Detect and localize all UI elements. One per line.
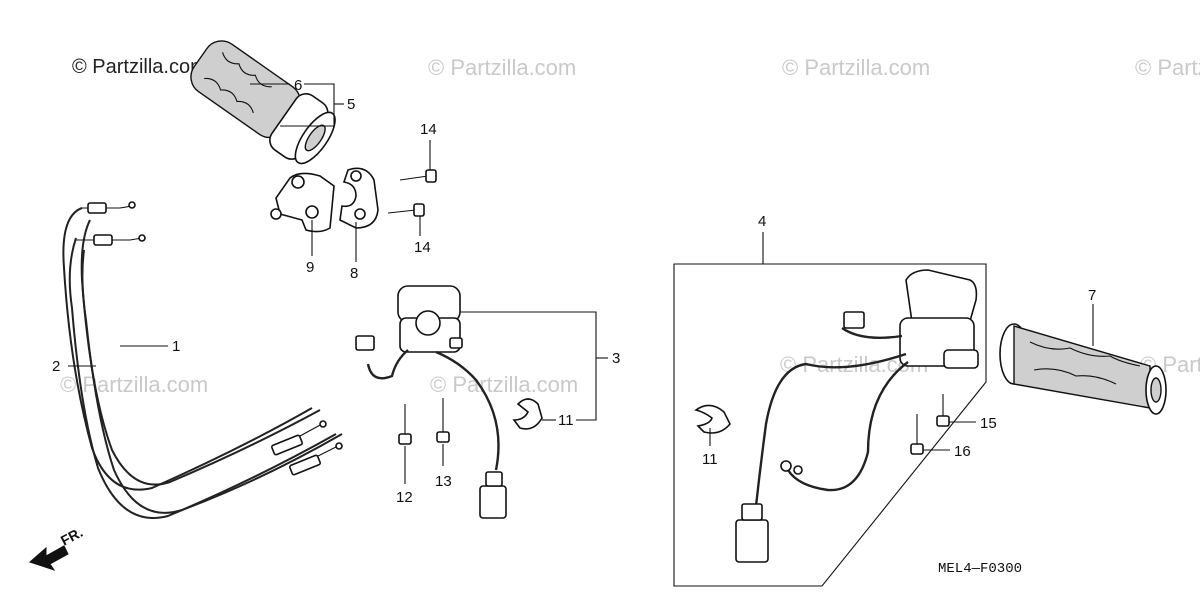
- watermark-3: © Partzilla.com: [1135, 55, 1200, 80]
- throttle-grip: [190, 40, 336, 165]
- watermark-4: © Partzilla.com: [60, 372, 208, 397]
- leader-lines: [68, 83, 1094, 484]
- wire-clamp-right: [694, 404, 731, 434]
- callouts: 6 5 14 14 9 8 1 2 3 11 12 13 4 7 11 15 1…: [52, 77, 1096, 506]
- front-direction-marker: FR.: [29, 524, 85, 571]
- screw-14-lower: [387, 203, 425, 217]
- right-switch-housing: [355, 285, 507, 519]
- throttle-housing: [270, 167, 379, 233]
- partzilla-logo: © Partzilla.com: [72, 56, 207, 78]
- callout-14-lower: 14: [414, 239, 431, 256]
- front-label: FR.: [58, 524, 85, 549]
- left-switch-housing: [735, 269, 979, 563]
- callout-9: 9: [306, 259, 314, 276]
- watermark-1: © Partzilla.com: [428, 55, 576, 80]
- wire-clamp-middle: [512, 398, 543, 430]
- callout-7: 7: [1088, 287, 1096, 304]
- callout-5: 5: [347, 96, 355, 113]
- bolt-16: [910, 414, 924, 455]
- callout-15: 15: [980, 415, 997, 432]
- diagram-code: MEL4—F0300: [938, 561, 1022, 577]
- bolt-13: [436, 398, 450, 443]
- callout-2: 2: [52, 358, 60, 375]
- callout-13: 13: [435, 473, 452, 490]
- watermark-5: © Partzilla.com: [430, 372, 578, 397]
- front-arrow-icon: [29, 545, 69, 571]
- callout-4: 4: [758, 213, 766, 230]
- callout-14-upper: 14: [420, 121, 437, 138]
- bolt-12: [398, 404, 412, 445]
- callout-1: 1: [172, 338, 180, 355]
- callout-3: 3: [612, 350, 620, 367]
- throttle-cables: [62, 201, 343, 519]
- callout-6: 6: [294, 77, 302, 94]
- watermark-2: © Partzilla.com: [782, 55, 930, 80]
- screw-14-upper: [399, 169, 437, 183]
- callout-11-right: 11: [702, 451, 718, 468]
- callout-16: 16: [954, 443, 971, 460]
- callout-11-middle: 11: [558, 412, 574, 429]
- callout-8: 8: [350, 265, 358, 282]
- bolt-15: [936, 394, 950, 427]
- callout-12: 12: [396, 489, 413, 506]
- left-grip: [999, 323, 1167, 415]
